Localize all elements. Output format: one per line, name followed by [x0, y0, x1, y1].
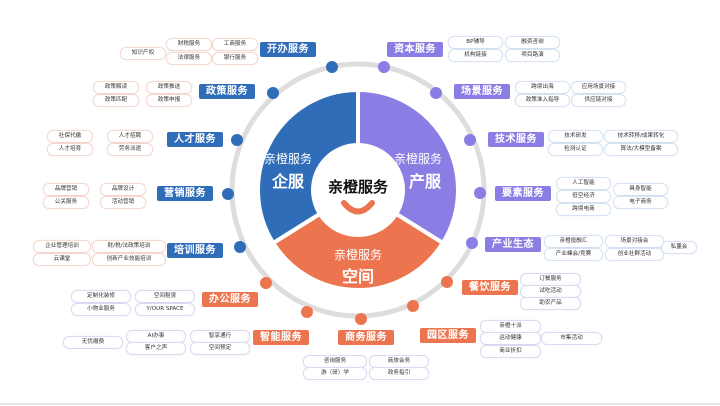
category-label[interactable]: 场景服务	[454, 84, 510, 99]
service-item-chip[interactable]: 电子商务	[613, 196, 668, 209]
category-label[interactable]: 产业生态	[485, 237, 541, 252]
service-item-chip[interactable]: 具身智能	[613, 183, 668, 196]
service-item-chip[interactable]: 机构链接	[448, 49, 503, 62]
service-item-chip[interactable]: 技术转移/成果转化	[604, 130, 678, 143]
ring-node-dot	[474, 187, 486, 199]
category-label[interactable]: 智能服务	[253, 330, 309, 345]
category-label[interactable]: 要素服务	[495, 186, 551, 201]
segment-space-sub: 亲橙服务	[333, 248, 382, 262]
service-item-chip[interactable]: 智享通行	[190, 330, 250, 343]
ring-node-dot	[407, 300, 419, 312]
service-item-chip[interactable]: 商业折扣	[480, 345, 541, 358]
ring-node-dot	[326, 61, 338, 73]
ring-node-dot	[231, 134, 243, 146]
segment-enterprise-sub: 亲橙服务	[263, 152, 312, 166]
service-item-chip[interactable]: 算法/大模型备案	[604, 143, 678, 156]
service-item-chip[interactable]: 品牌设计	[100, 183, 146, 196]
service-item-chip[interactable]: 助农产品	[520, 297, 581, 310]
ring-node-dot	[267, 87, 279, 99]
service-item-chip[interactable]: Y/OUR SPACE	[135, 303, 195, 316]
category-label[interactable]: 办公服务	[202, 292, 258, 307]
service-item-chip[interactable]: 政务指引	[369, 367, 429, 380]
category-label[interactable]: 园区服务	[420, 328, 476, 343]
ring-node-dot	[301, 306, 313, 318]
ring-node-dot	[464, 134, 476, 146]
service-item-chip[interactable]: 银行服务	[212, 52, 258, 65]
service-item-chip[interactable]: 创业社群活动	[605, 248, 664, 261]
service-item-chip[interactable]: 工商服务	[212, 38, 258, 51]
service-item-chip[interactable]: BP辅导	[448, 36, 503, 49]
service-item-chip[interactable]: 政策推送	[146, 81, 192, 94]
category-label[interactable]: 营销服务	[157, 186, 213, 201]
service-item-chip[interactable]: 政策申报	[146, 94, 192, 107]
service-item-chip[interactable]: 人工智能	[556, 177, 611, 190]
ring-node-dot	[234, 241, 246, 253]
service-item-chip[interactable]: 技术研发	[548, 130, 603, 143]
category-label[interactable]: 餐饮服务	[462, 280, 518, 295]
service-item-chip[interactable]: 企业管理培训	[33, 240, 91, 253]
category-label[interactable]: 开办服务	[260, 42, 316, 57]
service-item-chip[interactable]: 劳务派遣	[107, 143, 153, 156]
segment-industry-title: 产服	[408, 172, 441, 191]
segment-industry-sub: 亲橙服务	[393, 152, 442, 166]
service-item-chip[interactable]: 小物业服务	[71, 303, 131, 316]
service-item-chip[interactable]: 亲橙投融汇	[544, 235, 603, 248]
service-item-chip[interactable]: 法律服务	[166, 52, 212, 65]
service-item-chip[interactable]: 政策解读	[93, 81, 139, 94]
service-item-chip[interactable]: 市集活动	[541, 332, 602, 345]
service-item-chip[interactable]: 社保代缴	[47, 130, 93, 143]
segment-enterprise-title: 企服	[271, 172, 304, 191]
service-item-chip[interactable]: 政策匹配	[93, 94, 139, 107]
service-item-chip[interactable]: 私董会	[661, 241, 697, 254]
segment-space-title: 空间	[341, 267, 374, 286]
service-item-chip[interactable]: 创新产业技能培训	[92, 253, 166, 266]
service-item-chip[interactable]: 财/税/法政策培训	[92, 240, 166, 253]
category-label[interactable]: 培训服务	[167, 243, 223, 258]
service-item-chip[interactable]: 项目路演	[505, 49, 560, 62]
smile-logo-icon	[341, 200, 375, 215]
service-item-chip[interactable]: 人才培育	[47, 143, 93, 156]
ring-node-dot	[260, 277, 272, 289]
service-item-chip[interactable]: 游（研）学	[303, 367, 367, 380]
service-item-chip[interactable]: 低空经济	[556, 190, 611, 203]
category-label[interactable]: 技术服务	[488, 132, 544, 147]
service-item-chip[interactable]: 跨境出海	[515, 81, 570, 94]
service-item-chip[interactable]: 空间租赁	[135, 290, 195, 303]
service-item-chip[interactable]: 活动营销	[100, 196, 146, 209]
service-item-chip[interactable]: 政策准入指导	[515, 94, 570, 107]
ring-node-dot	[441, 276, 453, 288]
service-item-chip[interactable]: 人才招聘	[107, 130, 153, 143]
category-label[interactable]: 政策服务	[199, 84, 255, 99]
center-title: 亲橙服务	[327, 178, 388, 196]
service-item-chip[interactable]: 产业峰会/竞赛	[544, 248, 603, 261]
service-item-chip[interactable]: 空间预定	[190, 342, 250, 355]
service-item-chip[interactable]: 应用场景对接	[571, 81, 626, 94]
service-item-chip[interactable]: 场景对接会	[605, 235, 664, 248]
center-circle	[311, 143, 405, 237]
service-item-chip[interactable]: 供应链对接	[571, 94, 626, 107]
ring-node-dot	[430, 87, 442, 99]
service-item-chip[interactable]: 客户之声	[126, 342, 186, 355]
service-item-chip[interactable]: 品牌营销	[43, 183, 89, 196]
service-item-chip[interactable]: 融资咨询	[505, 36, 560, 49]
service-item-chip[interactable]: 公关服务	[43, 196, 89, 209]
service-item-chip[interactable]: 检测认证	[548, 143, 603, 156]
ring-node-dot	[378, 61, 390, 73]
ring-node-dot	[222, 188, 234, 200]
bottom-divider	[0, 403, 720, 405]
segment-space	[270, 187, 446, 292]
ring-node-dot	[355, 313, 367, 325]
category-label[interactable]: 资本服务	[387, 42, 443, 57]
category-label[interactable]: 人才服务	[167, 132, 223, 147]
category-label[interactable]: 商务服务	[338, 330, 394, 345]
service-item-chip[interactable]: 跨境电商	[556, 203, 611, 216]
ring-node-dot	[466, 237, 478, 249]
service-item-chip[interactable]: 运动健康	[480, 332, 541, 345]
service-item-chip[interactable]: 财税服务	[166, 38, 212, 51]
service-item-chip[interactable]: 无忧缴费	[63, 336, 123, 349]
service-item-chip[interactable]: 定制化装修	[71, 290, 131, 303]
service-item-chip[interactable]: 云课堂	[33, 253, 91, 266]
service-item-chip[interactable]: 知识产权	[120, 47, 166, 60]
